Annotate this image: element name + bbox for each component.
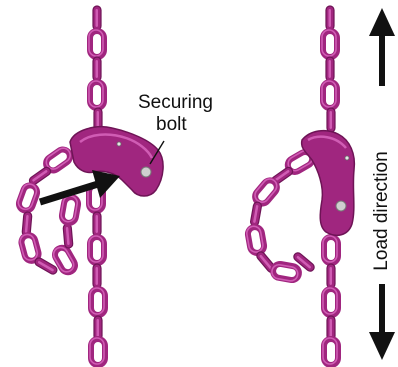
- right-hanging-chain: [323, 236, 338, 365]
- direction-label-text: Load direction: [371, 151, 393, 270]
- left-top-chain: [89, 6, 104, 132]
- insertion-arrow: [40, 170, 120, 202]
- left-loop-chain: [16, 145, 79, 275]
- callout-label-line2: bolt: [156, 114, 187, 136]
- right-shortening-hook: [302, 131, 355, 236]
- right-top-chain: [322, 6, 337, 132]
- left-chain-assembly: [16, 6, 164, 365]
- right-chain-assembly: [246, 6, 355, 365]
- left-hanging-chain: [88, 184, 105, 365]
- right-loop-chain: [246, 148, 316, 282]
- callout-label-line1: Securing: [138, 92, 213, 114]
